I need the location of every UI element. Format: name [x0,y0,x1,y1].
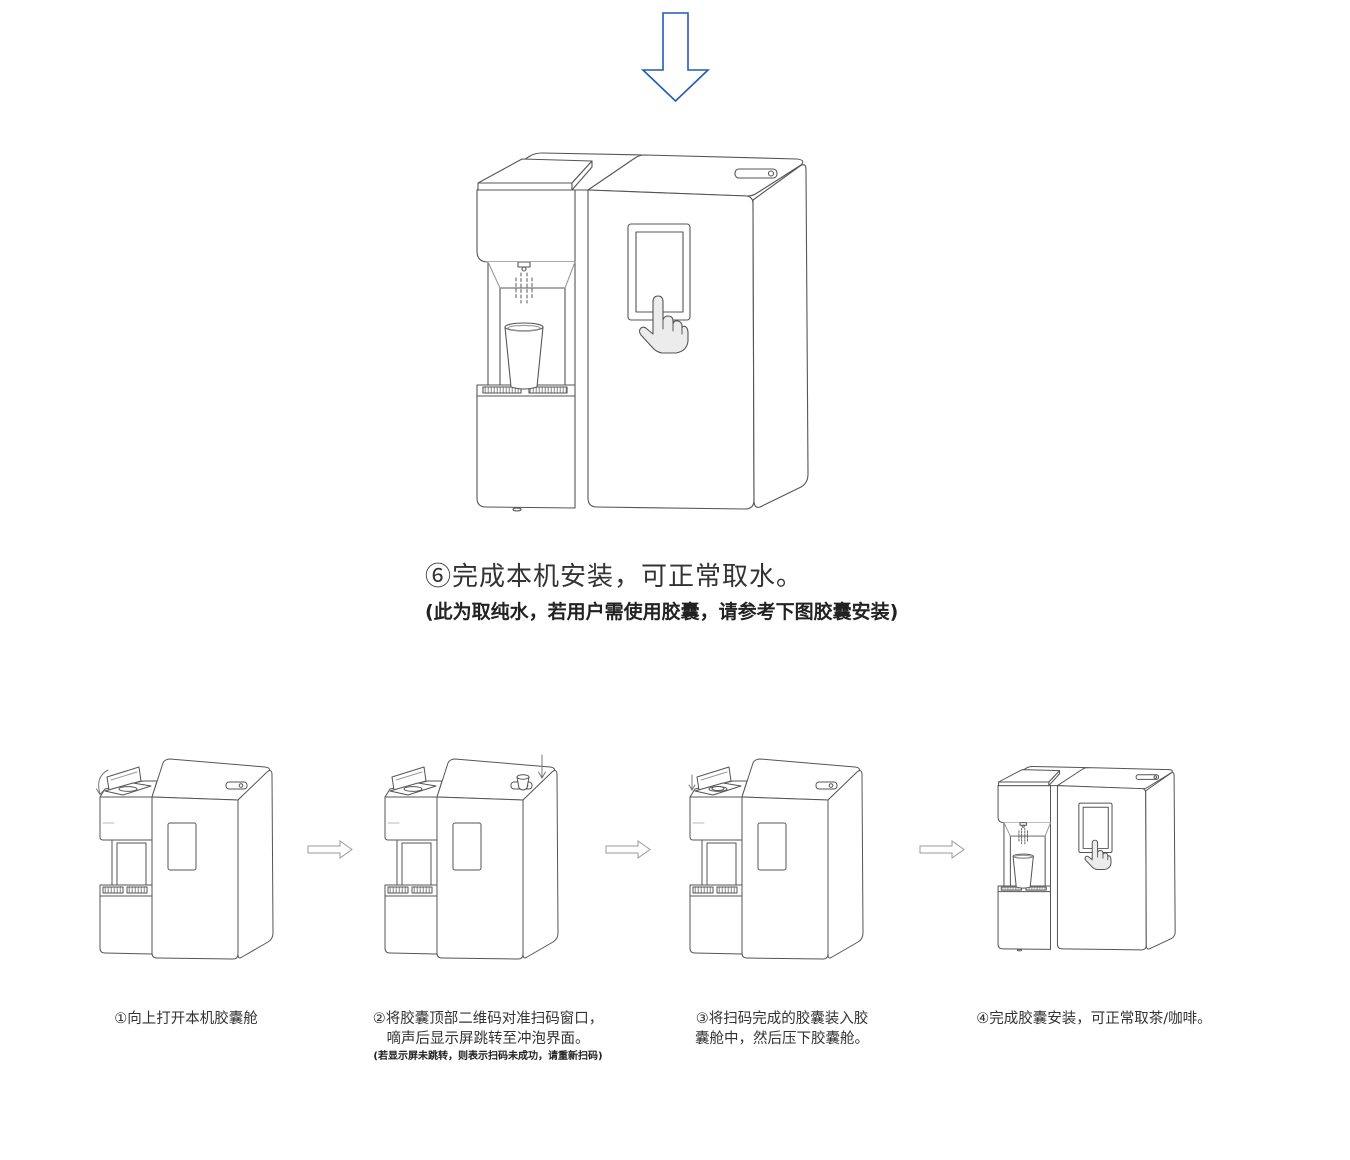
step-6-note: (此为取纯水，若用户需使用胶囊，请参考下图胶囊安装) [425,601,899,623]
capsule-step-1-caption: ①向上打开本机胶囊舱 [36,1009,336,1029]
capsule-step-1-machine [99,758,274,960]
caption-line: 嘀声后显示屏跳转至冲泡界面。 [386,1031,590,1047]
down-arrow-icon [538,754,546,779]
capsule-in-chamber [711,786,725,791]
capsule-step-4-caption: ④完成胶囊安装，可正常取茶/咖啡。 [944,1009,1244,1029]
caption-line: 囊舱中，然后压下胶囊舱。 [695,1031,869,1047]
rotate-arrow-icon [96,769,109,796]
installed-machine [476,152,809,512]
caption-line: ①向上打开本机胶囊舱 [114,1011,258,1027]
caption-line: ④完成胶囊安装，可正常取茶/咖啡。 [976,1011,1212,1027]
caption-note: (若显示屏未跳转，则表示扫码未成功，请重新扫码) [373,1051,603,1062]
down-arrow-icon [688,774,696,791]
capsule [516,774,530,791]
right-arrow-icon [919,840,965,859]
caption-line: ③将扫码完成的胶囊装入胶 [695,1011,869,1027]
step-6-title: ⑥完成本机安装，可正常取水。 [425,562,804,592]
capsule-step-2-machine [384,758,559,960]
down-arrow-icon [641,12,710,103]
capsule-step-4-machine [997,766,1176,952]
caption-line: ②将胶囊顶部二维码对准扫码窗口， [372,1011,604,1027]
right-arrow-icon [605,840,651,859]
right-arrow-icon [307,840,353,859]
capsule-step-3-caption: ③将扫码完成的胶囊装入胶 囊舱中，然后压下胶囊舱。 [632,1009,932,1049]
step-6-heading: ⑥完成本机安装，可正常取水。 (此为取纯水，若用户需使用胶囊，请参考下图胶囊安装… [425,560,985,624]
capsule-step-2-caption: ②将胶囊顶部二维码对准扫码窗口， 嘀声后显示屏跳转至冲泡界面。 (若显示屏未跳转… [338,1009,638,1064]
